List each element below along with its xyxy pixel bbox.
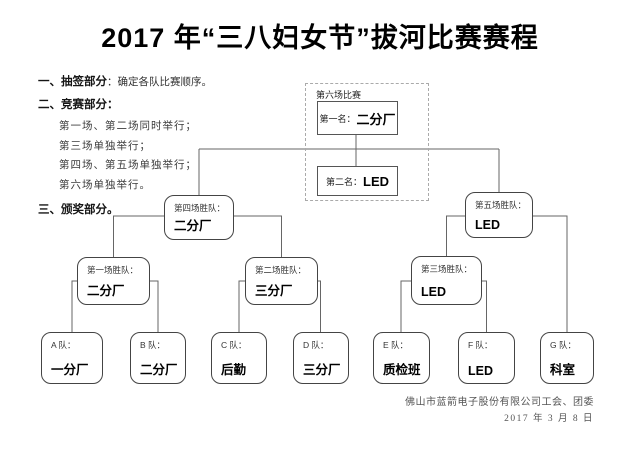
notes-section: 一、抽签部分：确定各队比赛顺序。 二、竞赛部分： 第一场、第二场同时举行； 第三… [38, 72, 212, 223]
team-b-box: B 队： 二分厂 [130, 332, 186, 384]
first-place-team: 二分厂 [356, 111, 396, 127]
match4-winner-team: 二分厂 [174, 219, 212, 233]
team-g-label: G 队： [550, 340, 576, 350]
team-d-box: D 队： 三分厂 [293, 332, 349, 384]
team-e-box: E 队： 质检班 [373, 332, 430, 384]
team-d-label: D 队： [303, 340, 329, 350]
second-place-label: 第二名： [325, 176, 362, 187]
team-a-box: A 队： 一分厂 [41, 332, 103, 384]
team-f-box: F 队： LED [458, 332, 515, 384]
team-f-label: F 队： [468, 340, 493, 350]
team-e-name: 质检班 [383, 363, 421, 377]
second-place-team: LED [363, 173, 389, 189]
team-g-name: 科室 [550, 363, 576, 377]
match5-winner-label: 第五场胜队： [475, 200, 527, 210]
match3-winner-label: 第三场胜队： [421, 264, 473, 274]
match2-winner-label: 第二场胜队： [255, 265, 307, 275]
note-2-sub-1: 第一场、第二场同时举行； [59, 121, 197, 132]
team-c-box: C 队： 后勤 [211, 332, 267, 384]
team-f-name: LED [468, 364, 493, 378]
match5-winner-box: 第五场胜队： LED [465, 192, 533, 238]
team-d-name: 三分厂 [303, 363, 341, 377]
footer: 佛山市蓝箭电子股份有限公司工会、团委 2017 年 3 月 8 日 [405, 393, 594, 424]
match3-winner-box: 第三场胜队： LED [411, 256, 482, 305]
match5-winner-team: LED [475, 218, 500, 232]
first-place-box: 第一名： 二分厂 [317, 101, 398, 135]
match3-winner-team: LED [421, 285, 446, 299]
note-1-heading: 一、抽签部分 [38, 76, 107, 88]
match2-winner-box: 第二场胜队： 三分厂 [245, 257, 318, 305]
page-title: 2017 年“三八妇女节”拔河比赛赛程 [101, 23, 539, 53]
match1-winner-box: 第一场胜队： 二分厂 [77, 257, 150, 305]
match4-winner-box: 第四场胜队： 二分厂 [164, 195, 234, 240]
date-line: 2017 年 3 月 8 日 [504, 414, 594, 424]
second-place-box: 第二名： LED [317, 166, 398, 196]
organizer-line: 佛山市蓝箭电子股份有限公司工会、团委 [405, 397, 594, 408]
note-2-sub-3: 第四场、第五场单独举行； [59, 160, 197, 171]
note-3-heading: 三、颁奖部分。 [38, 203, 119, 216]
team-c-name: 后勤 [221, 363, 247, 377]
team-g-box: G 队： 科室 [540, 332, 594, 384]
team-c-label: C 队： [221, 340, 247, 350]
match1-winner-team: 二分厂 [87, 284, 125, 298]
team-a-label: A 队： [51, 340, 76, 350]
team-e-label: E 队： [383, 340, 409, 350]
note-item-1: 一、抽签部分：确定各队比赛顺序。 [38, 72, 212, 90]
team-b-name: 二分厂 [140, 363, 178, 377]
note-1-detail: ：确定各队比赛顺序。 [107, 77, 212, 88]
match2-winner-team: 三分厂 [255, 284, 293, 298]
final-match-label: 第六场比赛 [316, 90, 362, 100]
match1-winner-label: 第一场胜队： [87, 265, 139, 275]
final-match-box: 第六场比赛 第一名： 二分厂 第二名： LED [305, 83, 429, 201]
first-place-label: 第一名： [319, 113, 356, 124]
note-2-sub-2: 第三场单独举行； [59, 140, 151, 152]
note-2-sub-4: 第六场单独举行。 [59, 179, 151, 191]
team-a-name: 一分厂 [51, 363, 89, 377]
note-2-heading: 二、竞赛部分： [38, 99, 119, 111]
team-b-label: B 队： [140, 340, 166, 350]
match4-winner-label: 第四场胜队： [174, 203, 226, 213]
